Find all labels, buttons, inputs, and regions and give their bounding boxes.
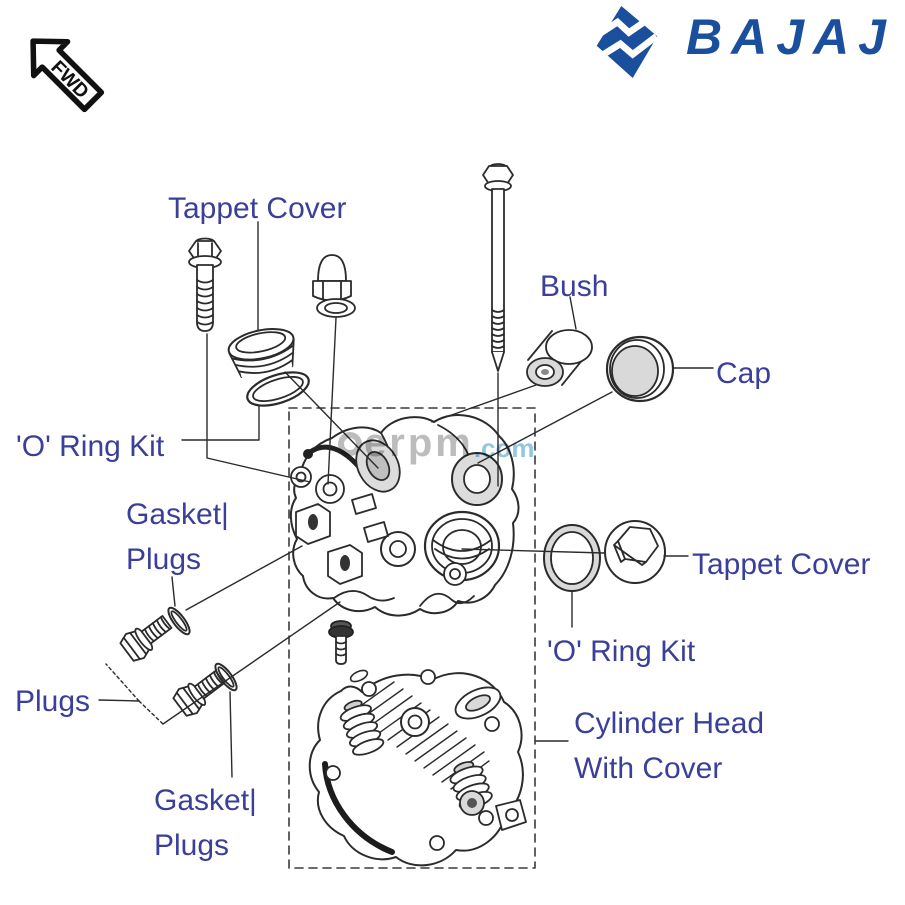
plug-bolt-2-part bbox=[172, 670, 226, 717]
leader-acorn-nut bbox=[327, 317, 337, 485]
callout-o-ring-kit-left: 'O' Ring Kit bbox=[16, 430, 165, 463]
tappet-screw-plug-part bbox=[227, 327, 295, 379]
tappet-cover-bolt-part bbox=[188, 237, 222, 332]
leader-gasket-diagonal-1 bbox=[185, 545, 303, 611]
leader-cap-part bbox=[477, 391, 613, 464]
acorn-nut-part bbox=[312, 254, 352, 302]
bajaj-flying-b-icon bbox=[596, 6, 658, 78]
callout-gasket-plugs-upper: Gasket| Plugs bbox=[126, 492, 229, 582]
callout-line: Gasket| bbox=[126, 498, 229, 531]
callout-o-ring-kit-right: 'O' Ring Kit bbox=[547, 635, 696, 668]
callout-line: Cylinder Head bbox=[574, 707, 765, 740]
watermark-text-gray: erpm bbox=[364, 421, 474, 465]
watermark: erpm .com bbox=[338, 421, 535, 466]
cylinder-head-cover-drawing bbox=[289, 414, 520, 617]
callout-line: Plugs bbox=[154, 829, 230, 862]
callout-tappet-cover-top: Tappet Cover bbox=[168, 192, 347, 225]
leader-o-ring-kit-left bbox=[181, 405, 260, 441]
brand-wordmark: BAJAJ bbox=[686, 9, 895, 65]
watermark-text-blue: .com bbox=[473, 433, 535, 463]
long-mounting-bolt-part bbox=[482, 163, 514, 372]
leader-gasket-upper bbox=[171, 576, 176, 607]
washer-part bbox=[316, 298, 356, 318]
leader-bush-part bbox=[431, 384, 537, 423]
small-plug-bolt-part bbox=[328, 620, 354, 665]
plug-bolt-1-part bbox=[119, 615, 173, 662]
leader-tappet-cover-right-a bbox=[461, 548, 605, 554]
o-ring-part bbox=[246, 371, 310, 407]
cylinder-head-bottom-drawing bbox=[308, 669, 527, 867]
side-o-ring-part bbox=[543, 524, 601, 592]
leader-plugs bbox=[98, 699, 140, 702]
leader-gasket-lower bbox=[229, 691, 233, 778]
callout-cap: Cap bbox=[716, 357, 772, 390]
leader-plugs-fork-down bbox=[138, 700, 164, 725]
watermark-ring-icon bbox=[338, 431, 362, 456]
callout-line: With Cover bbox=[574, 752, 723, 785]
callout-cylinder-head: Cylinder Head With Cover bbox=[574, 701, 764, 791]
leader-gasket-diagonal-2 bbox=[162, 601, 341, 725]
plug-gasket-2-part bbox=[214, 662, 238, 692]
callout-tappet-cover-right: Tappet Cover bbox=[692, 548, 871, 581]
leader-bush-label bbox=[569, 296, 577, 330]
callout-gasket-plugs-lower: Gasket| Plugs bbox=[154, 778, 257, 868]
callout-bush: Bush bbox=[540, 270, 609, 303]
callout-plugs: Plugs bbox=[15, 685, 91, 718]
bush-part bbox=[526, 329, 593, 387]
leader-long-bolt-left bbox=[206, 333, 311, 483]
cap-part bbox=[605, 335, 675, 403]
callout-line: Plugs bbox=[126, 543, 202, 576]
callout-line: Gasket| bbox=[154, 784, 257, 817]
fwd-arrow-icon: FWD bbox=[30, 38, 105, 113]
small-gasket-part bbox=[349, 669, 369, 683]
hex-socket-plug-part bbox=[604, 520, 666, 584]
leader-plugs-fork-up bbox=[105, 663, 140, 702]
leader-lines bbox=[98, 221, 714, 778]
plug-gasket-1-part bbox=[167, 606, 191, 636]
